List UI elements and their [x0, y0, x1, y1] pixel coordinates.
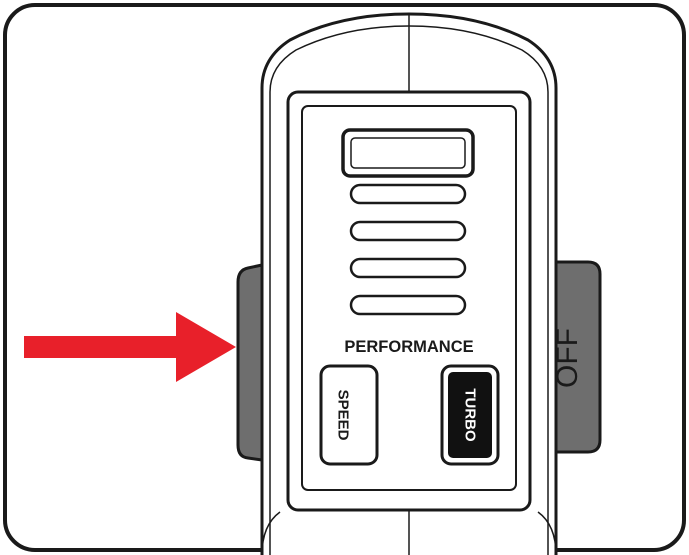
turbo-button[interactable]: TURBO: [440, 364, 500, 466]
performance-label: PERFORMANCE: [344, 338, 473, 356]
level-bar: [349, 183, 467, 205]
level-bar: [349, 257, 467, 279]
speed-button-label: SPEED: [335, 390, 352, 441]
level-bar: [349, 294, 467, 316]
left-side-button[interactable]: [236, 263, 264, 462]
level-bar-top: [341, 128, 475, 178]
turbo-button-label: TURBO: [462, 388, 479, 442]
speed-button[interactable]: SPEED: [319, 364, 379, 466]
level-bar: [349, 220, 467, 242]
red-arrow-icon: [24, 312, 236, 382]
performance-level-indicator: [341, 128, 475, 316]
